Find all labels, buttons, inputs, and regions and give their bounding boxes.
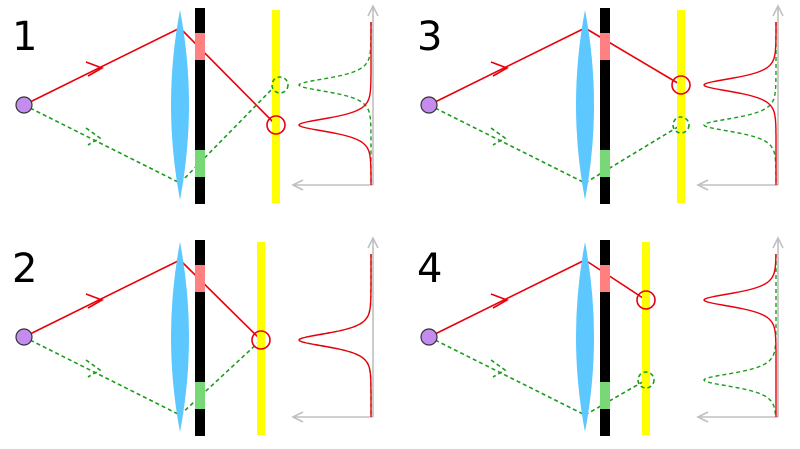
red-window: [195, 265, 205, 292]
axis-arrow-left-icon: [696, 411, 709, 423]
red-ray-incoming: [428, 259, 586, 338]
green-ray-outgoing: [179, 84, 277, 184]
panel-3: 3: [417, 4, 784, 204]
red-profile-curve: [703, 254, 777, 417]
red-profile-curve: [298, 254, 372, 417]
panel-4: 4: [417, 236, 784, 436]
green-ray-outgoing: [584, 124, 682, 184]
green-spot-circle: [672, 116, 690, 134]
red-spot-circle: [266, 115, 286, 135]
panel-label: 2: [12, 246, 37, 292]
red-ray-outgoing: [179, 27, 277, 126]
red-spot-circle: [671, 75, 691, 95]
point-source-icon: [420, 328, 438, 346]
red-ray-incoming: [428, 27, 586, 106]
green-window: [195, 150, 205, 177]
red-ray-outgoing: [584, 27, 682, 86]
green-ray-arrow-icon: [85, 359, 102, 378]
green-window: [600, 150, 610, 177]
red-ray-outgoing: [179, 259, 262, 341]
axis-arrow-up-icon: [772, 236, 784, 249]
aperture-bar: [195, 240, 205, 436]
green-ray-outgoing: [584, 379, 647, 416]
green-profile-curve: [298, 22, 372, 185]
red-spot-circle: [636, 290, 656, 310]
green-profile-curve: [703, 22, 777, 185]
lens-icon: [576, 10, 594, 200]
point-source-icon: [420, 96, 438, 114]
screen-bar: [642, 242, 650, 435]
green-ray-outgoing: [179, 339, 262, 416]
red-ray-arrow-icon: [490, 293, 509, 309]
red-ray-incoming: [23, 27, 181, 106]
red-window: [600, 33, 610, 60]
green-window: [195, 382, 205, 409]
axis-arrow-left-icon: [291, 411, 304, 423]
screen-bar: [677, 10, 685, 203]
screen-bar: [272, 10, 280, 203]
axis-arrow-left-icon: [291, 179, 304, 191]
green-ray-incoming: [428, 336, 586, 416]
green-ray-incoming: [428, 104, 586, 184]
green-window: [600, 382, 610, 409]
green-spot-circle: [271, 76, 289, 94]
axis-arrow-left-icon: [696, 179, 709, 191]
red-ray-incoming: [23, 259, 181, 338]
green-profile-curve: [703, 254, 777, 418]
screen-bar: [257, 242, 265, 435]
lens-icon: [171, 10, 189, 200]
green-ray-incoming: [23, 104, 181, 184]
red-ray-arrow-icon: [490, 61, 509, 77]
green-ray-arrow-icon: [490, 359, 507, 378]
aperture-bar: [600, 8, 610, 204]
red-spot-circle: [251, 330, 271, 350]
panel-label: 1: [12, 14, 37, 60]
green-ray-arrow-icon: [85, 127, 102, 146]
panel-label: 4: [417, 246, 442, 292]
axis-arrow-up-icon: [367, 4, 379, 17]
lens-icon: [171, 242, 189, 432]
red-window: [600, 265, 610, 292]
lens-icon: [576, 242, 594, 432]
red-ray-outgoing: [584, 259, 647, 301]
red-ray-arrow-icon: [85, 61, 104, 77]
axis-arrow-up-icon: [367, 236, 379, 249]
green-ray-incoming: [23, 336, 181, 416]
panel-2: 2: [12, 236, 379, 436]
green-spot-circle: [637, 371, 655, 389]
red-window: [195, 33, 205, 60]
red-profile-curve: [703, 22, 777, 185]
green-profile-curve: [298, 254, 372, 417]
aperture-bar: [195, 8, 205, 204]
point-source-icon: [15, 96, 33, 114]
axis-arrow-up-icon: [772, 4, 784, 17]
point-source-icon: [15, 328, 33, 346]
aperture-bar: [600, 240, 610, 436]
green-ray-arrow-icon: [490, 127, 507, 146]
red-profile-curve: [298, 22, 372, 185]
panel-1: 1: [12, 4, 379, 204]
red-ray-arrow-icon: [85, 293, 104, 309]
panel-label: 3: [417, 14, 442, 60]
